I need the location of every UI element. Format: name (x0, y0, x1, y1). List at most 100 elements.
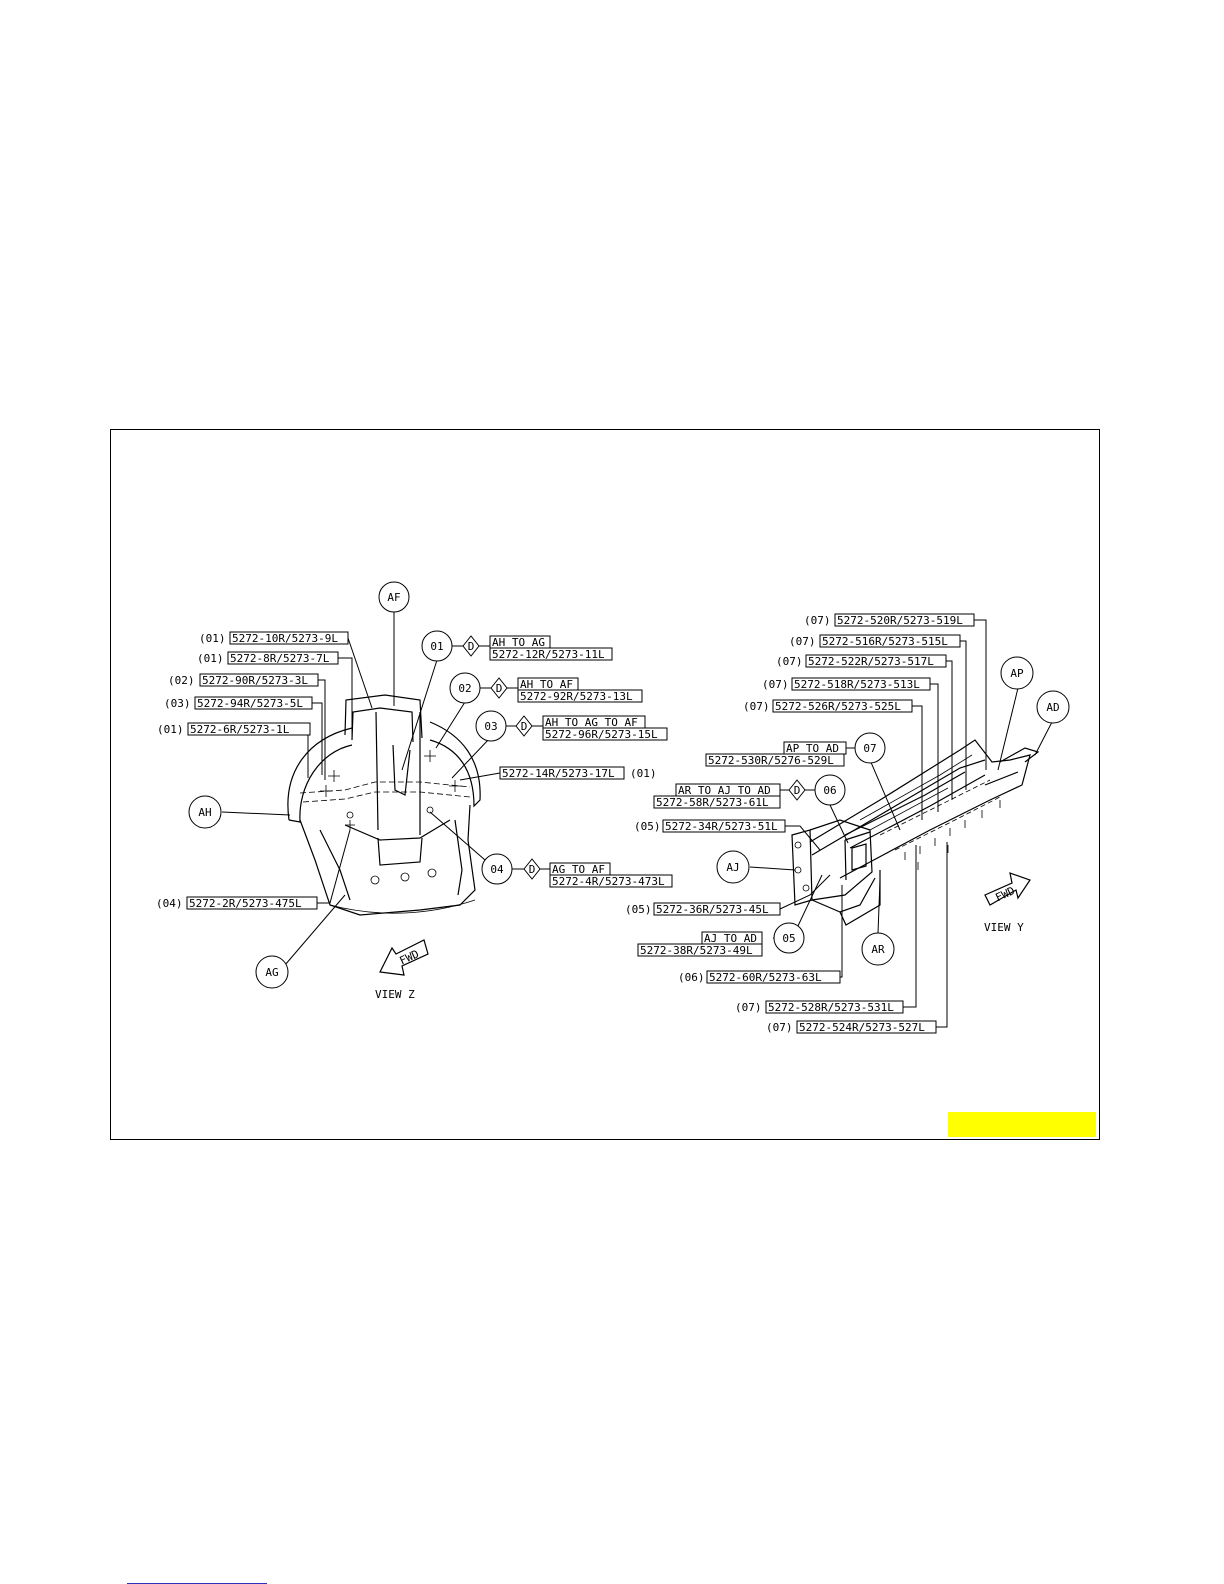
bubble-07: 07 (854, 732, 886, 764)
view-z-weld-symbols: D D D D (452, 635, 550, 880)
svg-text:FWD: FWD (398, 947, 422, 967)
bubble-ar: AR (861, 932, 895, 966)
weld-note-ah-to-ag: AH TO AG 5272-12R/5273-11L (489, 635, 613, 661)
svg-text:(07): (07) (804, 614, 831, 627)
svg-text:(07): (07) (776, 655, 803, 668)
highlight-box (948, 1112, 1096, 1137)
bubble-01: 01 (421, 630, 453, 662)
view-z-weld-notes: AH TO AG 5272-12R/5273-11L AH TO AF 5272… (489, 635, 673, 888)
svg-text:5272-36R/5273-45L: 5272-36R/5273-45L (656, 903, 769, 916)
svg-text:AJ TO AD: AJ TO AD (704, 932, 757, 945)
svg-text:(07): (07) (743, 700, 770, 713)
svg-text:5272-94R/5273-5L: 5272-94R/5273-5L (197, 697, 303, 710)
callout-y-6: (05) 5272-34R/5273-51L (634, 819, 786, 833)
svg-text:5272-38R/5273-49L: 5272-38R/5273-49L (640, 944, 753, 957)
svg-text:5272-522R/5273-517L: 5272-522R/5273-517L (808, 655, 934, 668)
bubble-06: 06 (814, 774, 846, 806)
svg-text:AH TO AF: AH TO AF (520, 678, 573, 691)
svg-text:(07): (07) (766, 1021, 793, 1034)
callout-z-right: 5272-14R/5273-17L(01) (499, 766, 657, 780)
svg-text:AH TO AG TO AF: AH TO AG TO AF (545, 716, 638, 729)
svg-text:(04): (04) (156, 897, 183, 910)
callout-y-7: (05) 5272-36R/5273-45L (625, 902, 781, 916)
svg-text:02: 02 (458, 682, 471, 695)
svg-text:5272-516R/5273-515L: 5272-516R/5273-515L (822, 635, 948, 648)
svg-text:(05): (05) (634, 820, 661, 833)
callout-z-2: (01)5272-8R/5273-7L (197, 651, 339, 665)
svg-text:5272-2R/5273-475L: 5272-2R/5273-475L (189, 897, 302, 910)
callout-y-1: (07) 5272-520R/5273-519L (804, 613, 975, 627)
bubble-ag: AG (255, 955, 289, 989)
svg-text:AH TO AG: AH TO AG (492, 636, 545, 649)
svg-text:AG: AG (265, 966, 278, 979)
bubble-ah: AH (188, 795, 222, 829)
svg-text:5272-6R/5273-1L: 5272-6R/5273-1L (190, 723, 290, 736)
svg-text:(01): (01) (199, 632, 226, 645)
svg-text:01: 01 (430, 640, 443, 653)
weld-note-ar-to-aj-to-ad: AR TO AJ TO AD 5272-58R/5273-61L (653, 783, 781, 809)
callout-z-1: (01) 5272-10R/5273-9L (199, 631, 349, 645)
svg-text:AR: AR (871, 943, 885, 956)
view-y-title: VIEW Y (984, 921, 1024, 934)
svg-text:5272-92R/5273-13L: 5272-92R/5273-13L (520, 690, 633, 703)
svg-text:(07): (07) (789, 635, 816, 648)
svg-text:06: 06 (823, 784, 836, 797)
bubble-af: AF (378, 581, 410, 613)
callout-y-8: (06)5272-60R/5273-63L (678, 970, 841, 984)
bubble-ad: AD (1036, 690, 1070, 724)
svg-text:5272-12R/5273-11L: 5272-12R/5273-11L (492, 648, 605, 661)
svg-text:FWD: FWD (993, 884, 1017, 904)
bubble-03: 03 (475, 710, 507, 742)
svg-text:AD: AD (1046, 701, 1059, 714)
svg-text:5272-10R/5273-9L: 5272-10R/5273-9L (232, 632, 338, 645)
svg-text:(06): (06) (678, 971, 705, 984)
svg-text:5272-518R/5273-513L: 5272-518R/5273-513L (794, 678, 920, 691)
svg-text:AJ: AJ (726, 861, 739, 874)
svg-text:(01): (01) (157, 723, 184, 736)
view-z-title: VIEW Z (375, 988, 415, 1001)
svg-text:5272-526R/5273-525L: 5272-526R/5273-525L (775, 700, 901, 713)
bubble-05: 05 (773, 922, 805, 954)
callout-z-4: (03)5272-94R/5273-5L (164, 696, 313, 710)
callout-y-5: (07) 5272-526R/5273-525L (743, 699, 913, 713)
callout-y-3: (07) 5272-522R/5273-517L (776, 654, 947, 668)
view-z-drawing (287, 694, 481, 916)
svg-text:AP: AP (1010, 667, 1024, 680)
bubble-02: 02 (449, 672, 481, 704)
svg-text:5272-520R/5273-519L: 5272-520R/5273-519L (837, 614, 963, 627)
callout-y-4: (07)5272-518R/5273-513L (762, 677, 931, 691)
svg-text:D: D (468, 640, 475, 653)
weld-note-ah-to-af: AH TO AF 5272-92R/5273-13L (517, 677, 643, 703)
svg-text:5272-34R/5273-51L: 5272-34R/5273-51L (665, 820, 778, 833)
view-y-leaders (749, 619, 1053, 1028)
svg-text:5272-90R/5273-3L: 5272-90R/5273-3L (202, 674, 308, 687)
svg-text:(05): (05) (625, 903, 652, 916)
view-y-weld-notes: AP TO AD 5272-530R/5276-529L AR TO AJ TO… (637, 741, 847, 957)
callout-z-5: (01) 5272-6R/5273-1L (157, 722, 311, 736)
svg-text:03: 03 (484, 720, 497, 733)
view-z-fwd-arrow: FWD (379, 939, 429, 976)
weld-note-aj-to-ad: AJ TO AD 5272-38R/5273-49L (637, 931, 763, 957)
svg-text:(07): (07) (735, 1001, 762, 1014)
svg-text:5272-8R/5273-7L: 5272-8R/5273-7L (230, 652, 330, 665)
callout-y-9: (07) 5272-528R/5273-531L (735, 1000, 904, 1014)
svg-text:5272-58R/5273-61L: 5272-58R/5273-61L (656, 796, 769, 809)
svg-text:AR TO AJ TO AD: AR TO AJ TO AD (678, 784, 771, 797)
svg-text:AH: AH (198, 806, 211, 819)
svg-text:5272-96R/5273-15L: 5272-96R/5273-15L (545, 728, 658, 741)
callout-z-3: (02)5272-90R/5273-3L (168, 673, 319, 687)
svg-text:D: D (496, 682, 503, 695)
svg-text:5272-528R/5273-531L: 5272-528R/5273-531L (768, 1001, 894, 1014)
svg-text:AF: AF (387, 591, 400, 604)
view-z-callouts: (01)5272-10R/5273-9L (01)5272-8R/5273-7L… (156, 631, 657, 910)
weld-note-ap-to-ad: AP TO AD 5272-530R/5276-529L (705, 741, 847, 767)
svg-text:AP TO AD: AP TO AD (786, 742, 839, 755)
view-y-bubbles: AP AD AJ AR 07 06 05 (716, 656, 1070, 966)
callout-y-10: (07)5272-524R/5273-527L (766, 1020, 937, 1034)
svg-text:5272-4R/5273-473L: 5272-4R/5273-473L (552, 875, 665, 888)
view-y-weld-symbols: D (780, 779, 815, 801)
svg-text:04: 04 (490, 863, 504, 876)
svg-text:5272-530R/5276-529L: 5272-530R/5276-529L (708, 754, 834, 767)
bubble-ap: AP (1000, 656, 1034, 690)
